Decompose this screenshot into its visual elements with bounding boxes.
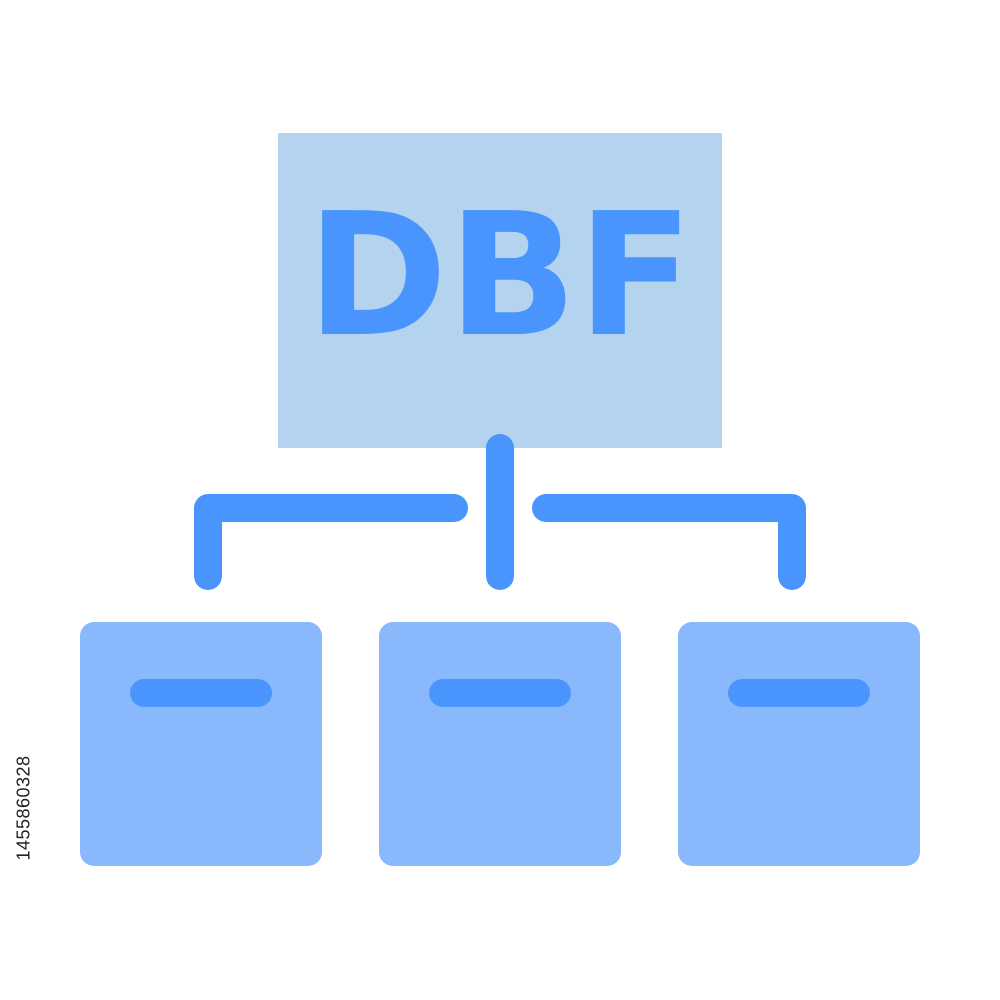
header-box [278,133,722,448]
child-box-center [379,622,621,866]
child-box-right [678,622,920,866]
connector-lines [194,434,806,590]
connector-left [194,494,468,590]
child-box-left [80,622,322,866]
header-label: DBF [307,177,694,375]
connector-right [532,494,806,590]
